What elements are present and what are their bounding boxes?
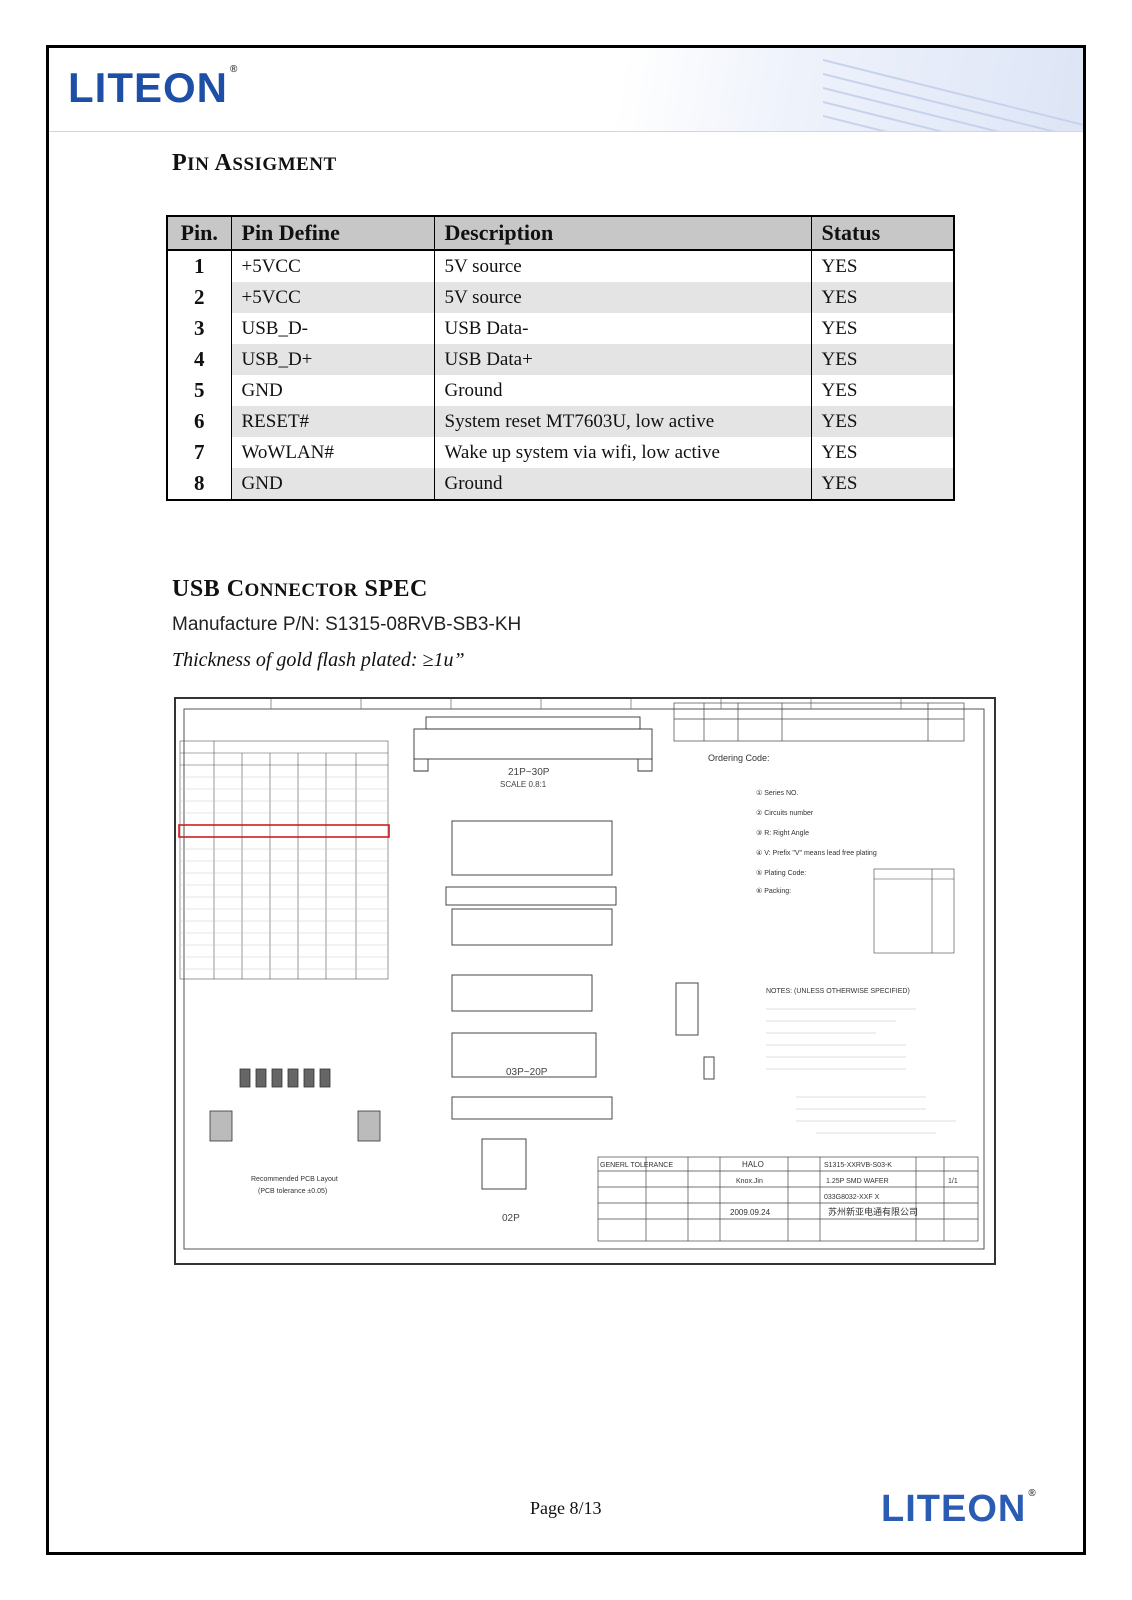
svg-text:① Series NO.: ① Series NO. — [756, 789, 799, 797]
header-decoration — [823, 48, 1083, 131]
table-row: 8 GND Ground YES — [167, 468, 955, 500]
pin-description: Ground — [434, 375, 812, 406]
manufacture-part-number: Manufacture P/N: S1315-08RVB-SB3-KH — [172, 614, 522, 635]
liteon-logo-footer: LITEON® — [881, 1488, 1037, 1530]
part-number: S1315-XXRVB-S03-K — [824, 1162, 892, 1169]
pin-define: WoWLAN# — [231, 437, 435, 468]
svg-text:② Circuits number: ② Circuits number — [756, 810, 814, 817]
general-tolerance-label: GENERL TOLERANCE — [600, 1162, 673, 1169]
pin-assignment-table: Pin. Pin Define Description Status 1 +5V… — [166, 215, 955, 501]
ordering-notes: ① Series NO. ② Circuits number ③ R: Righ… — [756, 789, 877, 895]
pin-number: 5 — [167, 375, 232, 406]
svg-text:⑥ Packing:: ⑥ Packing: — [756, 887, 791, 895]
usb-connector-spec-title: USB CONNECTOR SPEC — [172, 576, 428, 602]
gold-plating-thickness: Thickness of gold flash plated: ≥1u” — [172, 649, 465, 671]
header-band — [49, 48, 1083, 132]
header-description: Description — [434, 216, 812, 251]
ordering-code-label: Ordering Code: — [708, 753, 770, 763]
pin-description: USB Data+ — [434, 344, 812, 375]
dimensions-table — [179, 740, 389, 980]
customer-number: 033G8032-XXF X — [824, 1194, 880, 1201]
pin-number: 8 — [167, 468, 232, 500]
pin-status: YES — [811, 468, 955, 500]
pin-number: 6 — [167, 406, 232, 437]
pin-status: YES — [811, 437, 955, 468]
page-number: Page 8/13 — [530, 1498, 602, 1518]
label-21p: 21P~30P — [508, 767, 550, 778]
drawing-svg: Recommended PCB Layout (PCB tolerance ±0… — [178, 699, 985, 1250]
pin-status: YES — [811, 250, 955, 282]
pin-define: GND — [231, 375, 435, 406]
svg-text:④ V: Prefix "V" means lead fre: ④ V: Prefix "V" means lead free plating — [756, 849, 877, 857]
pin-assignment-title: PIN ASSIGMENT — [172, 150, 337, 176]
pcb-tolerance-label: (PCB tolerance ±0.05) — [258, 1188, 327, 1195]
pin-number: 4 — [167, 344, 232, 375]
connector-21p-view — [413, 716, 653, 772]
scale-label: SCALE 0.8:1 — [500, 780, 547, 789]
pin-status: YES — [811, 313, 955, 344]
table-row: 2 +5VCC 5V source YES — [167, 282, 955, 313]
pin-description: 5V source — [434, 250, 812, 282]
company-chinese-name: 苏州新亚电通有限公司 — [828, 1206, 918, 1217]
table-row: 7 WoWLAN# Wake up system via wifi, low a… — [167, 437, 955, 468]
pin-define: +5VCC — [231, 282, 435, 313]
drawing-date: 2009.09.24 — [730, 1208, 771, 1217]
pin-status: YES — [811, 375, 955, 406]
pin-define: USB_D- — [231, 313, 435, 344]
pin-define: GND — [231, 468, 435, 500]
notes-title: NOTES: (UNLESS OTHERWISE SPECIFIED) — [766, 988, 910, 995]
pin-status: YES — [811, 282, 955, 313]
pin-description: 5V source — [434, 282, 812, 313]
pin-status: YES — [811, 344, 955, 375]
pin-description: Wake up system via wifi, low active — [434, 437, 812, 468]
connector-technical-drawing: Recommended PCB Layout (PCB tolerance ±0… — [174, 697, 996, 1265]
table-row: 1 +5VCC 5V source YES — [167, 250, 955, 282]
pin-define: USB_D+ — [231, 344, 435, 375]
title-block — [597, 1156, 979, 1242]
pcb-layout-label: Recommended PCB Layout — [251, 1176, 338, 1183]
pin-define: RESET# — [231, 406, 435, 437]
pin-description: Ground — [434, 468, 812, 500]
table-row: 4 USB_D+ USB Data+ YES — [167, 344, 955, 375]
notes-lines — [766, 1008, 956, 1134]
pin-define: +5VCC — [231, 250, 435, 282]
liteon-logo: LITEON® — [68, 64, 239, 111]
pin-description: System reset MT7603U, low active — [434, 406, 812, 437]
header-status: Status — [811, 216, 955, 251]
pin-description: USB Data- — [434, 313, 812, 344]
svg-text:③ R: Right Angle: ③ R: Right Angle — [756, 829, 809, 837]
sheet-number: 1/1 — [948, 1178, 958, 1185]
label-03p: 03P~20P — [506, 1067, 548, 1078]
header-pin: Pin. — [167, 216, 232, 251]
pin-number: 1 — [167, 250, 232, 282]
pin-number: 2 — [167, 282, 232, 313]
part-title: 1.25P SMD WAFER — [826, 1178, 889, 1185]
table-header-row: Pin. Pin Define Description Status — [167, 216, 955, 251]
side-view — [675, 982, 715, 1080]
header-pin-define: Pin Define — [231, 216, 435, 251]
pin-number: 3 — [167, 313, 232, 344]
connector-top-view — [445, 820, 617, 1190]
revision-block — [673, 702, 965, 742]
highlight-8-pin-row — [178, 824, 390, 838]
table-row: 5 GND Ground YES — [167, 375, 955, 406]
table-row: 6 RESET# System reset MT7603U, low activ… — [167, 406, 955, 437]
pin-status: YES — [811, 406, 955, 437]
page-border — [46, 45, 1086, 1555]
table-row: 3 USB_D- USB Data- YES — [167, 313, 955, 344]
plating-code-table — [873, 868, 955, 954]
svg-text:⑤ Plating Code:: ⑤ Plating Code: — [756, 869, 806, 877]
pcb-layout — [209, 1068, 381, 1142]
company-name: HALO — [742, 1160, 764, 1169]
pin-number: 7 — [167, 437, 232, 468]
label-02p: 02P — [502, 1213, 520, 1224]
drawn-by: Knox.Jin — [736, 1178, 763, 1185]
